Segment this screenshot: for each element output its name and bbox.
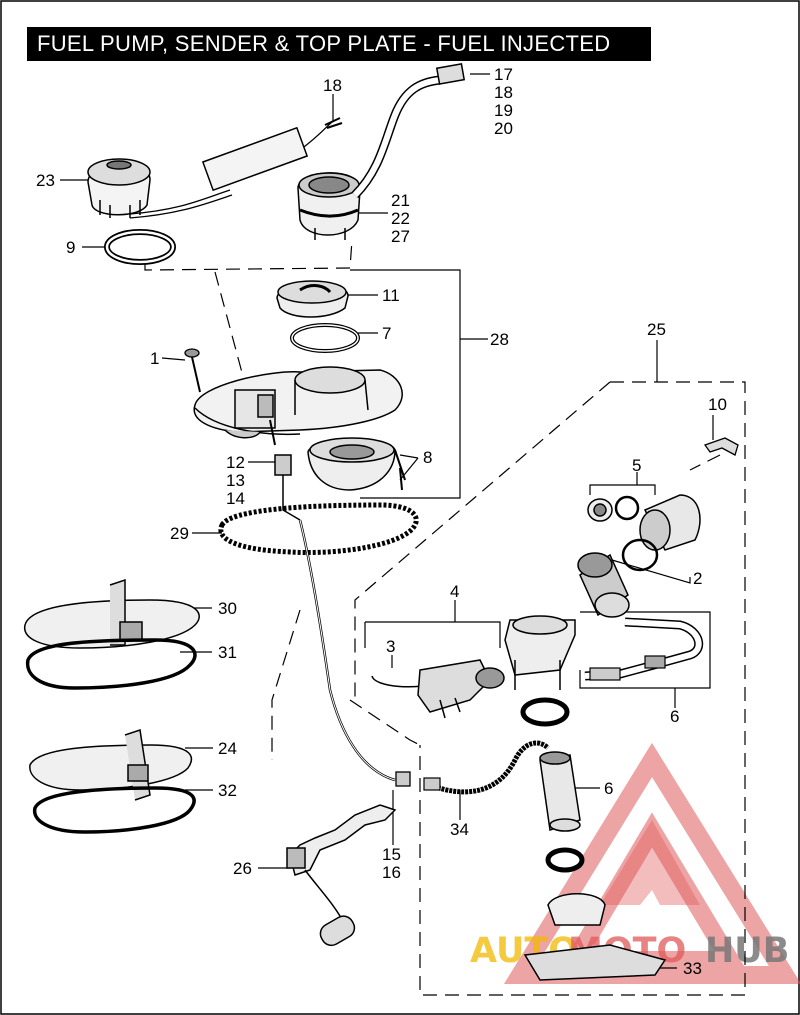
callout-18: 18: [494, 83, 513, 102]
callout-34: 34: [450, 820, 469, 839]
callout-33: 33: [683, 959, 702, 978]
part-21-regulator: [297, 172, 361, 240]
callout-6-pump: 6: [604, 779, 613, 798]
part-31-gasket: [25, 638, 197, 690]
callout-2: 2: [693, 569, 702, 588]
callout-12: 12: [226, 453, 245, 472]
callout-13: 13: [226, 471, 245, 490]
part-8-flange: [307, 437, 406, 491]
pump-ring-upper: [545, 847, 585, 873]
callout-28: 28: [490, 330, 509, 349]
callout-20: 20: [494, 119, 513, 138]
callout-14: 14: [226, 489, 245, 508]
sender-wire: [298, 519, 396, 782]
callout-25: 25: [647, 320, 666, 339]
part-30-bracket: [24, 578, 200, 649]
callout-9: 9: [66, 238, 75, 257]
callout-32: 32: [218, 781, 237, 800]
callout-17: 17: [494, 65, 513, 84]
callout-5: 5: [632, 456, 641, 475]
part-23-cover: [87, 158, 151, 218]
callout-15: 15: [382, 845, 401, 864]
watermark-text-hub: HUB: [705, 931, 789, 971]
part-18-harness: [129, 117, 343, 219]
diagram-title: FUEL PUMP, SENDER & TOP PLATE - FUEL INJ…: [27, 27, 651, 61]
part-15-connector: [395, 771, 411, 787]
part-2-filter-housing: [621, 494, 701, 572]
callout-23: 23: [36, 171, 55, 190]
part-4-pump-bracket: [504, 615, 576, 690]
callout-21: 21: [391, 191, 410, 210]
callout-29: 29: [170, 524, 189, 543]
watermark-logo: AUTO MOTO HUB: [470, 742, 800, 984]
part-10-clip: [703, 437, 739, 456]
part-1-screw: [184, 348, 201, 393]
part-33-strainer: [523, 944, 667, 981]
callout-1: 1: [150, 349, 159, 368]
callout-30: 30: [218, 599, 237, 618]
part-26-sender-arm: [286, 804, 397, 947]
callout-16: 16: [382, 863, 401, 882]
callout-10: 10: [708, 395, 727, 414]
callout-8: 8: [423, 448, 432, 467]
part-12-connector: [274, 454, 301, 521]
callout-18-harness: 18: [323, 76, 342, 95]
part-11-cap: [276, 280, 349, 318]
fuel-filter: [577, 552, 630, 618]
retaining-ring: [520, 697, 570, 727]
part-5-seals: [587, 495, 640, 522]
callout-brackets: [350, 269, 711, 708]
part-32-gasket: [32, 786, 196, 834]
part-6-fuel-pump: [539, 751, 581, 832]
part-6-fuel-line: [584, 617, 704, 681]
callout-7: 7: [382, 324, 391, 343]
part-3-sender: [371, 659, 505, 719]
part-28-top-plate: [193, 366, 403, 446]
callout-27: 27: [391, 227, 410, 246]
part-29-gasket: [218, 502, 419, 555]
callout-26: 26: [233, 859, 252, 878]
part-17-hose: [351, 62, 466, 199]
part-34-pump-wiring: [423, 740, 550, 795]
callout-31: 31: [218, 643, 237, 662]
callout-6-line: 6: [670, 707, 679, 726]
callout-19: 19: [494, 101, 513, 120]
callout-24: 24: [218, 739, 237, 758]
callout-4: 4: [450, 582, 459, 601]
callout-3: 3: [386, 637, 395, 656]
grouping-lines: [144, 239, 746, 996]
pump-isolator: [547, 893, 606, 926]
callout-labels: 17 18 19 20 18 23 21 22 27 9 11 7 28 25 …: [36, 65, 727, 978]
callout-22: 22: [391, 209, 410, 228]
callout-11: 11: [382, 286, 400, 305]
part-24-bracket: [29, 729, 193, 801]
